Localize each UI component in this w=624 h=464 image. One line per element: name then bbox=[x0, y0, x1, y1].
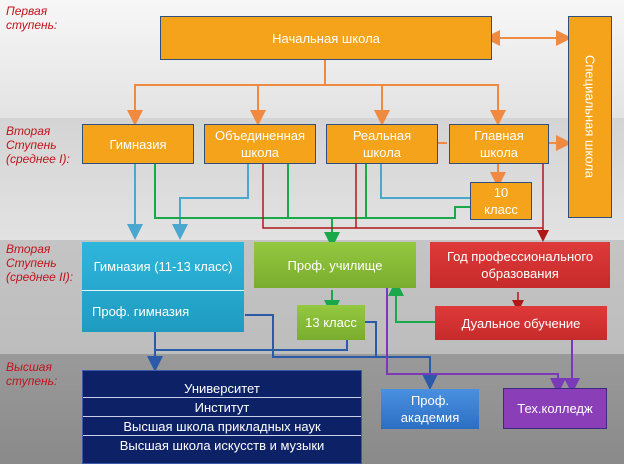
node-higher-education: Университет Институт Высшая школа прикла… bbox=[82, 370, 362, 464]
cyan-connectors bbox=[127, 163, 470, 240]
higher-item-applied-sciences[interactable]: Высшая школа прикладных наук bbox=[83, 417, 361, 436]
node-label: Институт bbox=[194, 399, 250, 415]
node-professional-year[interactable]: Год профессионального образования bbox=[430, 242, 610, 288]
node-label: образования bbox=[481, 266, 559, 281]
level-label-higher: Высшая ступень: bbox=[6, 360, 57, 388]
node-label: Специальная школа bbox=[582, 55, 598, 179]
node-label: Начальная школа bbox=[272, 30, 380, 46]
level-label-line: ступень: bbox=[6, 18, 58, 32]
node-grade-13[interactable]: 13 класс bbox=[297, 305, 365, 340]
green-connectors bbox=[154, 163, 470, 323]
node-label: Гимназия bbox=[109, 136, 167, 152]
level-label-first: Первая ступень: bbox=[6, 4, 57, 32]
node-label: Объединенная bbox=[214, 128, 306, 143]
node-vocational-school[interactable]: Проф. училище bbox=[254, 242, 416, 288]
level-label-line: Высшая bbox=[6, 360, 52, 374]
node-label: 13 класс bbox=[305, 315, 357, 330]
blue-connectors bbox=[147, 314, 438, 390]
node-label: школа bbox=[479, 145, 519, 160]
node-label: Тех.колледж bbox=[517, 401, 593, 416]
node-label: 10 bbox=[493, 185, 509, 200]
node-gymnasium-upper[interactable]: Гимназия (11-13 класс) bbox=[82, 242, 244, 291]
level-label-second-2: Вторая Ступень (среднее II): bbox=[6, 242, 73, 284]
node-label: Год профессионального bbox=[446, 249, 594, 264]
level-label-line: Вторая bbox=[6, 242, 51, 256]
level-label-second-1: Вторая Ступень (среднее I): bbox=[6, 124, 70, 166]
node-tech-college[interactable]: Тех.колледж bbox=[503, 388, 607, 429]
node-label: школа bbox=[240, 145, 280, 160]
level-label-line: ступень: bbox=[6, 374, 58, 388]
node-combined-school[interactable]: Объединенная школа bbox=[204, 124, 316, 164]
level-label-line: (среднее II): bbox=[6, 270, 74, 284]
node-label: Высшая школа прикладных наук bbox=[123, 418, 321, 434]
node-gymnasium[interactable]: Гимназия bbox=[82, 124, 194, 164]
node-label: Реальная bbox=[352, 128, 412, 143]
higher-item-institute[interactable]: Институт bbox=[83, 398, 361, 417]
node-dual-training[interactable]: Дуальное обучение bbox=[435, 306, 607, 340]
node-prof-gymnasium[interactable]: Проф. гимназия bbox=[82, 291, 244, 332]
node-real-school[interactable]: Реальная школа bbox=[326, 124, 438, 164]
node-grade-10[interactable]: 10 класс bbox=[470, 182, 532, 220]
node-main-school[interactable]: Главная школа bbox=[449, 124, 549, 164]
orange-connectors bbox=[127, 30, 572, 188]
node-prof-academy[interactable]: Проф. академия bbox=[381, 389, 479, 429]
node-label: Проф. училище bbox=[287, 257, 383, 273]
level-label-line: Вторая bbox=[6, 124, 51, 138]
node-label: Проф. гимназия bbox=[92, 304, 190, 319]
red-connectors bbox=[262, 163, 549, 312]
level-label-line: Ступень bbox=[6, 256, 57, 270]
higher-item-university[interactable]: Университет bbox=[83, 379, 361, 398]
node-primary-school[interactable]: Начальная школа bbox=[160, 16, 492, 60]
node-gymnasium-upper-group: Гимназия (11-13 класс) Проф. гимназия bbox=[82, 242, 244, 332]
purple-connectors bbox=[386, 288, 580, 394]
node-special-school[interactable]: Специальная школа bbox=[568, 16, 612, 218]
node-label: класс bbox=[484, 202, 518, 217]
node-label: Дуальное обучение bbox=[461, 315, 581, 331]
level-label-line: Первая bbox=[6, 4, 48, 18]
level-label-line: Ступень bbox=[6, 138, 57, 152]
node-label: школа bbox=[362, 145, 402, 160]
higher-item-arts-music[interactable]: Высшая школа искусств и музыки bbox=[83, 436, 361, 454]
node-label: Университет bbox=[184, 380, 260, 396]
node-label: Главная bbox=[474, 128, 524, 143]
node-label: академия bbox=[400, 410, 460, 425]
node-label: Высшая школа искусств и музыки bbox=[119, 437, 325, 453]
node-label: Проф. bbox=[410, 393, 450, 408]
node-label: Гимназия (11-13 класс) bbox=[93, 258, 233, 274]
level-label-line: (среднее I): bbox=[6, 152, 70, 166]
